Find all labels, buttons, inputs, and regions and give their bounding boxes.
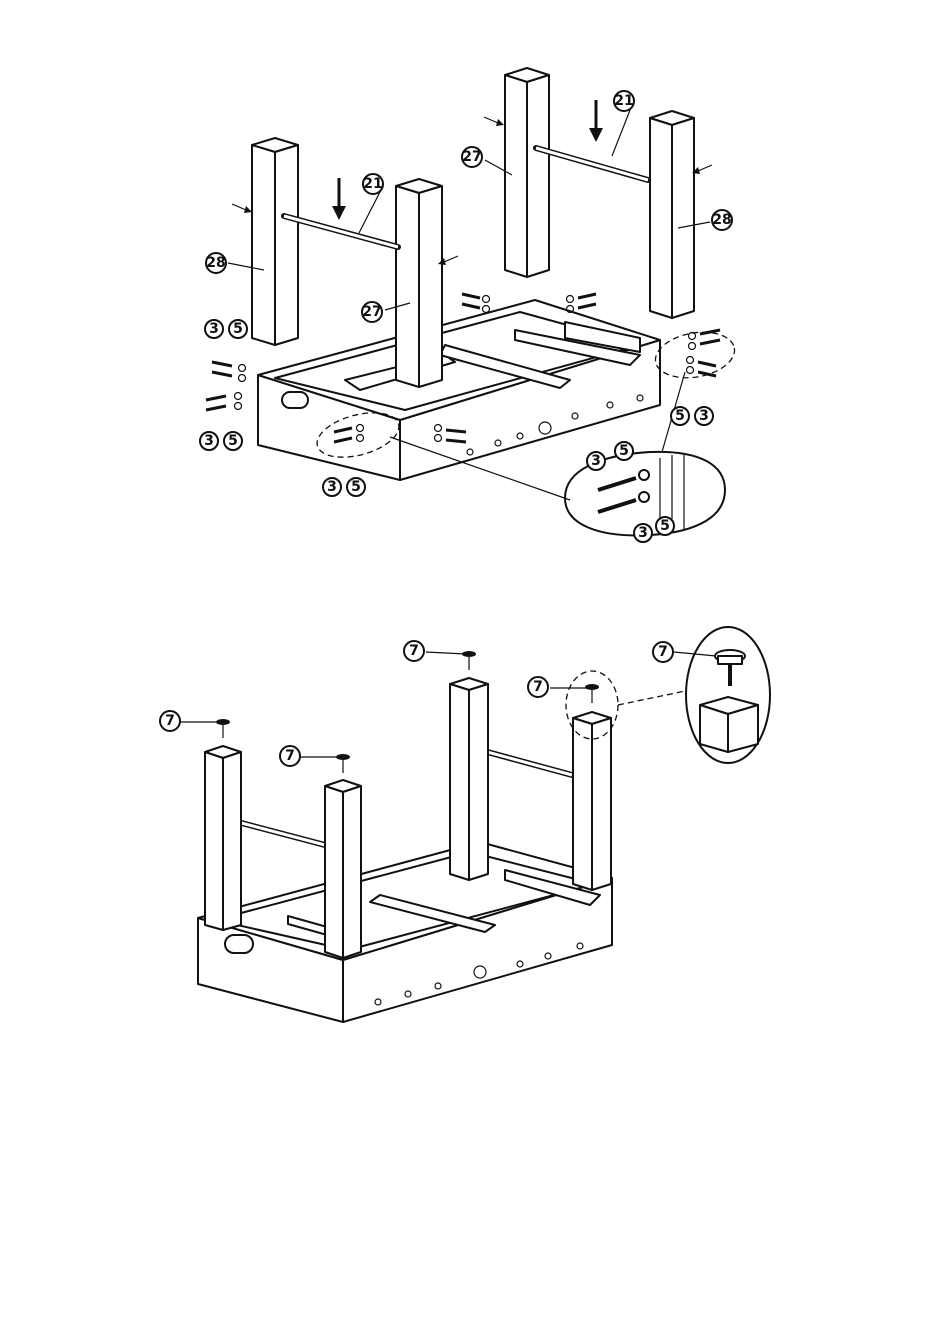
part-number: 27 (462, 149, 481, 165)
part-number: 3 (591, 453, 601, 469)
glide-feet (216, 651, 599, 773)
step-2-feet (198, 627, 770, 1022)
callout-7-b: 7 (528, 677, 548, 697)
part-number: 28 (206, 255, 225, 271)
part-number: 21 (614, 93, 633, 109)
part-number: 7 (658, 644, 668, 660)
callout-3-e: 3 (587, 452, 605, 470)
foot-detail-magnified (686, 627, 770, 763)
callout-7-c: 7 (160, 711, 180, 731)
callout-3-c: 3 (323, 478, 341, 496)
table-frame-step2 (198, 842, 612, 1022)
part-number: 7 (165, 713, 175, 729)
part-number: 3 (204, 433, 214, 449)
callout-27-front: 27 (362, 302, 382, 322)
callout-7-a: 7 (404, 641, 424, 661)
callout-5-e: 5 (615, 442, 633, 460)
leg-28-left (252, 138, 298, 345)
callout-5-b: 5 (224, 432, 242, 450)
callout-28-left: 28 (206, 253, 226, 273)
leg-step2-left-back (205, 746, 241, 930)
callout-3-d: 3 (695, 407, 713, 425)
callout-21-left: 21 (363, 174, 383, 194)
part-number: 5 (619, 443, 629, 459)
leg-27-back (505, 68, 549, 277)
down-arrow-left (332, 178, 346, 220)
part-number: 5 (351, 479, 361, 495)
part-number: 3 (699, 408, 709, 424)
part-number: 5 (660, 518, 670, 534)
callout-3-f: 3 (634, 524, 652, 542)
callout-5-f: 5 (656, 517, 674, 535)
callout-3-a: 3 (205, 320, 223, 338)
part-number: 28 (712, 212, 731, 228)
leg-step2-right-front (573, 712, 611, 890)
leg-step2-right-back (450, 678, 488, 880)
side-arrows (232, 117, 712, 265)
part-number: 21 (363, 176, 382, 192)
callout-27-back: 27 (462, 147, 482, 167)
step-1-legs-and-rods (206, 68, 738, 535)
callout-5-a: 5 (229, 320, 247, 338)
part-number: 3 (209, 321, 219, 337)
leg-27-front (396, 179, 442, 387)
part-number: 3 (638, 525, 648, 541)
part-number: 27 (362, 304, 381, 320)
part-number: 7 (533, 679, 543, 695)
callout-7-d: 7 (280, 746, 300, 766)
part-number: 5 (675, 408, 685, 424)
part-number: 7 (285, 748, 295, 764)
callout-28-right: 28 (712, 210, 732, 230)
callout-5-c: 5 (347, 478, 365, 496)
part-number: 3 (327, 479, 337, 495)
part-number: 5 (233, 321, 243, 337)
callout-5-d: 5 (671, 407, 689, 425)
leg-28-right (650, 111, 694, 318)
down-arrow-right (589, 100, 603, 142)
part-number: 7 (409, 643, 419, 659)
callout-3-b: 3 (200, 432, 218, 450)
part-number: 5 (228, 433, 238, 449)
callout-7-e: 7 (653, 642, 673, 662)
leg-step2-left-front (325, 780, 361, 958)
callout-21-right: 21 (614, 91, 634, 111)
